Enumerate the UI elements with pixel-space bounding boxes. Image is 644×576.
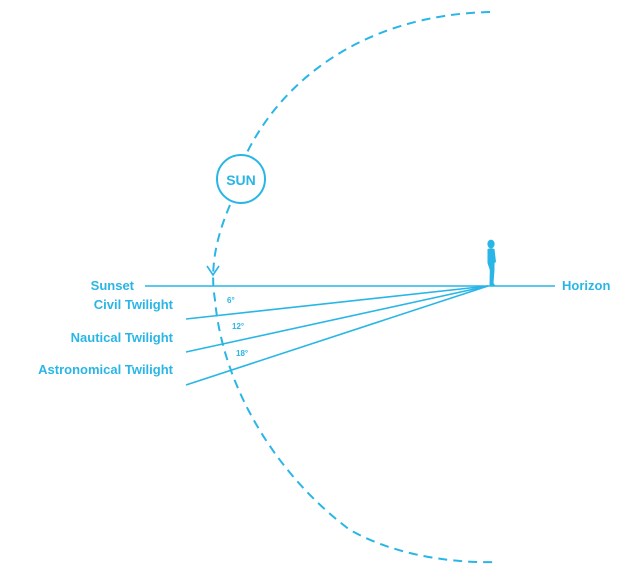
angle-civil-label: 6°	[227, 296, 235, 305]
sun-path-arc-lower	[212, 204, 496, 564]
sun-circle	[216, 154, 266, 204]
sunset-label: Sunset	[91, 278, 135, 293]
civil-twilight-label: Civil Twilight	[94, 297, 174, 312]
nautical-twilight-line	[185, 285, 489, 353]
angle-nautical-label: 12°	[232, 322, 244, 331]
sun-label: SUN	[226, 172, 256, 188]
astronomical-twilight-label: Astronomical Twilight	[38, 362, 173, 377]
civil-twilight-line	[185, 285, 489, 320]
horizon-label: Horizon	[562, 278, 610, 293]
path-arrow-icon	[206, 265, 220, 277]
angle-astronomical-label: 18°	[236, 349, 248, 358]
astronomical-twilight-line	[185, 285, 489, 386]
person-silhouette-icon	[487, 239, 496, 286]
sun-path-arc	[235, 11, 491, 179]
nautical-twilight-label: Nautical Twilight	[71, 330, 174, 345]
